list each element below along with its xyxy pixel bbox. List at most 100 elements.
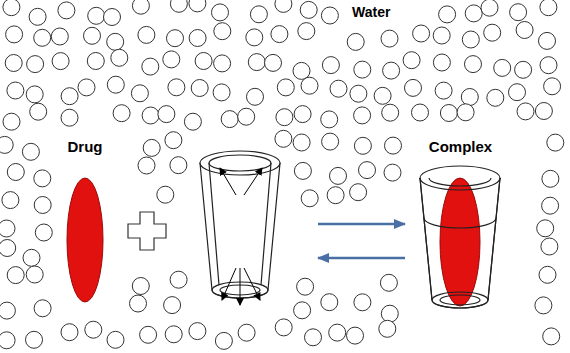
water-molecule <box>537 220 554 237</box>
water-molecule <box>214 23 231 40</box>
water-molecule <box>297 278 314 295</box>
water-molecule <box>461 89 478 106</box>
water-molecule <box>301 190 318 207</box>
water-molecule <box>26 266 43 283</box>
water-molecule <box>107 33 124 50</box>
water-molecule <box>158 106 175 123</box>
water-molecule <box>184 113 201 130</box>
water-molecule <box>165 326 182 343</box>
water-molecule <box>167 30 184 47</box>
water-molecule <box>247 88 264 105</box>
water-molecule <box>132 278 149 295</box>
water-molecule <box>0 220 15 237</box>
water-molecule <box>0 302 15 319</box>
drug-ellipse <box>440 178 480 306</box>
water-molecule <box>165 132 182 149</box>
water-molecule <box>329 324 346 341</box>
water-molecule <box>540 57 557 74</box>
water-molecule <box>265 54 282 71</box>
water-molecule <box>322 57 339 74</box>
cup-front <box>420 178 500 308</box>
water-molecule <box>238 324 255 341</box>
water-molecule <box>23 249 40 266</box>
cup-wall <box>420 178 500 308</box>
water-molecule <box>300 1 317 18</box>
water-molecule <box>535 297 552 314</box>
water-molecule <box>383 62 400 79</box>
water-molecule <box>51 28 68 45</box>
water-molecule <box>214 55 231 72</box>
water-molecule <box>215 332 232 349</box>
water-molecule <box>189 30 206 47</box>
water-molecule <box>435 82 452 99</box>
text-label: Water <box>352 4 390 20</box>
water-molecule <box>104 9 121 26</box>
water-molecule <box>439 6 456 23</box>
water-molecule <box>107 331 124 348</box>
water-molecule <box>321 7 338 24</box>
water-molecule <box>34 300 51 317</box>
water-molecule <box>385 137 402 154</box>
water-molecule <box>191 80 208 97</box>
water-molecule <box>379 320 396 337</box>
water-molecule <box>440 105 457 122</box>
water-molecule <box>321 111 338 128</box>
water-molecule <box>61 109 78 126</box>
water-molecule <box>195 53 212 70</box>
water-molecule <box>58 2 75 19</box>
water-molecule <box>0 240 16 257</box>
water-molecule <box>535 103 552 120</box>
water-molecule <box>3 0 20 16</box>
water-molecule <box>168 79 185 96</box>
water-molecule <box>327 187 344 204</box>
water-molecule <box>275 130 292 147</box>
water-molecule <box>330 80 347 97</box>
water-molecule <box>293 134 310 151</box>
water-molecule <box>405 79 422 96</box>
water-molecule <box>413 25 430 42</box>
water-molecule <box>539 32 556 49</box>
water-molecule <box>213 84 230 101</box>
node-label: Complex <box>383 138 538 155</box>
drug-shape <box>62 136 108 306</box>
water-molecule <box>294 106 311 123</box>
water-molecules <box>0 0 564 349</box>
water-molecule <box>78 79 95 96</box>
water-molecule <box>354 61 371 78</box>
water-molecule <box>354 107 371 124</box>
water-molecule <box>481 0 498 16</box>
water-molecule <box>88 7 105 24</box>
water-molecule <box>27 56 44 73</box>
water-molecule <box>544 78 561 95</box>
water-molecule <box>380 274 397 291</box>
water-molecule <box>250 6 267 23</box>
drug-molecule: Drug <box>62 136 108 306</box>
water-molecule <box>515 61 532 78</box>
water-molecule <box>487 89 504 106</box>
water-molecule <box>113 105 130 122</box>
water-molecule <box>85 321 102 338</box>
inclusion-complex: Complex <box>413 138 508 318</box>
water-molecule <box>170 0 187 12</box>
water-molecule <box>30 103 47 120</box>
water-molecule <box>543 328 560 345</box>
water-molecule <box>61 324 78 341</box>
water-molecule <box>189 0 206 12</box>
water-molecule <box>484 24 501 41</box>
water-molecule <box>322 133 339 150</box>
water-molecule <box>433 27 450 44</box>
water-molecule <box>347 33 364 50</box>
water-molecule <box>107 76 124 93</box>
water-molecule <box>271 26 288 43</box>
water-molecule <box>2 192 19 209</box>
water-molecule <box>275 319 292 336</box>
water-molecule <box>382 104 399 121</box>
water-molecule <box>541 238 558 255</box>
water-molecule <box>248 54 265 71</box>
water-molecule <box>170 157 187 174</box>
water-molecule <box>26 331 43 348</box>
water-molecule <box>138 157 155 174</box>
water-molecule <box>246 29 263 46</box>
water-molecule <box>294 162 311 179</box>
water-molecule <box>354 137 371 154</box>
